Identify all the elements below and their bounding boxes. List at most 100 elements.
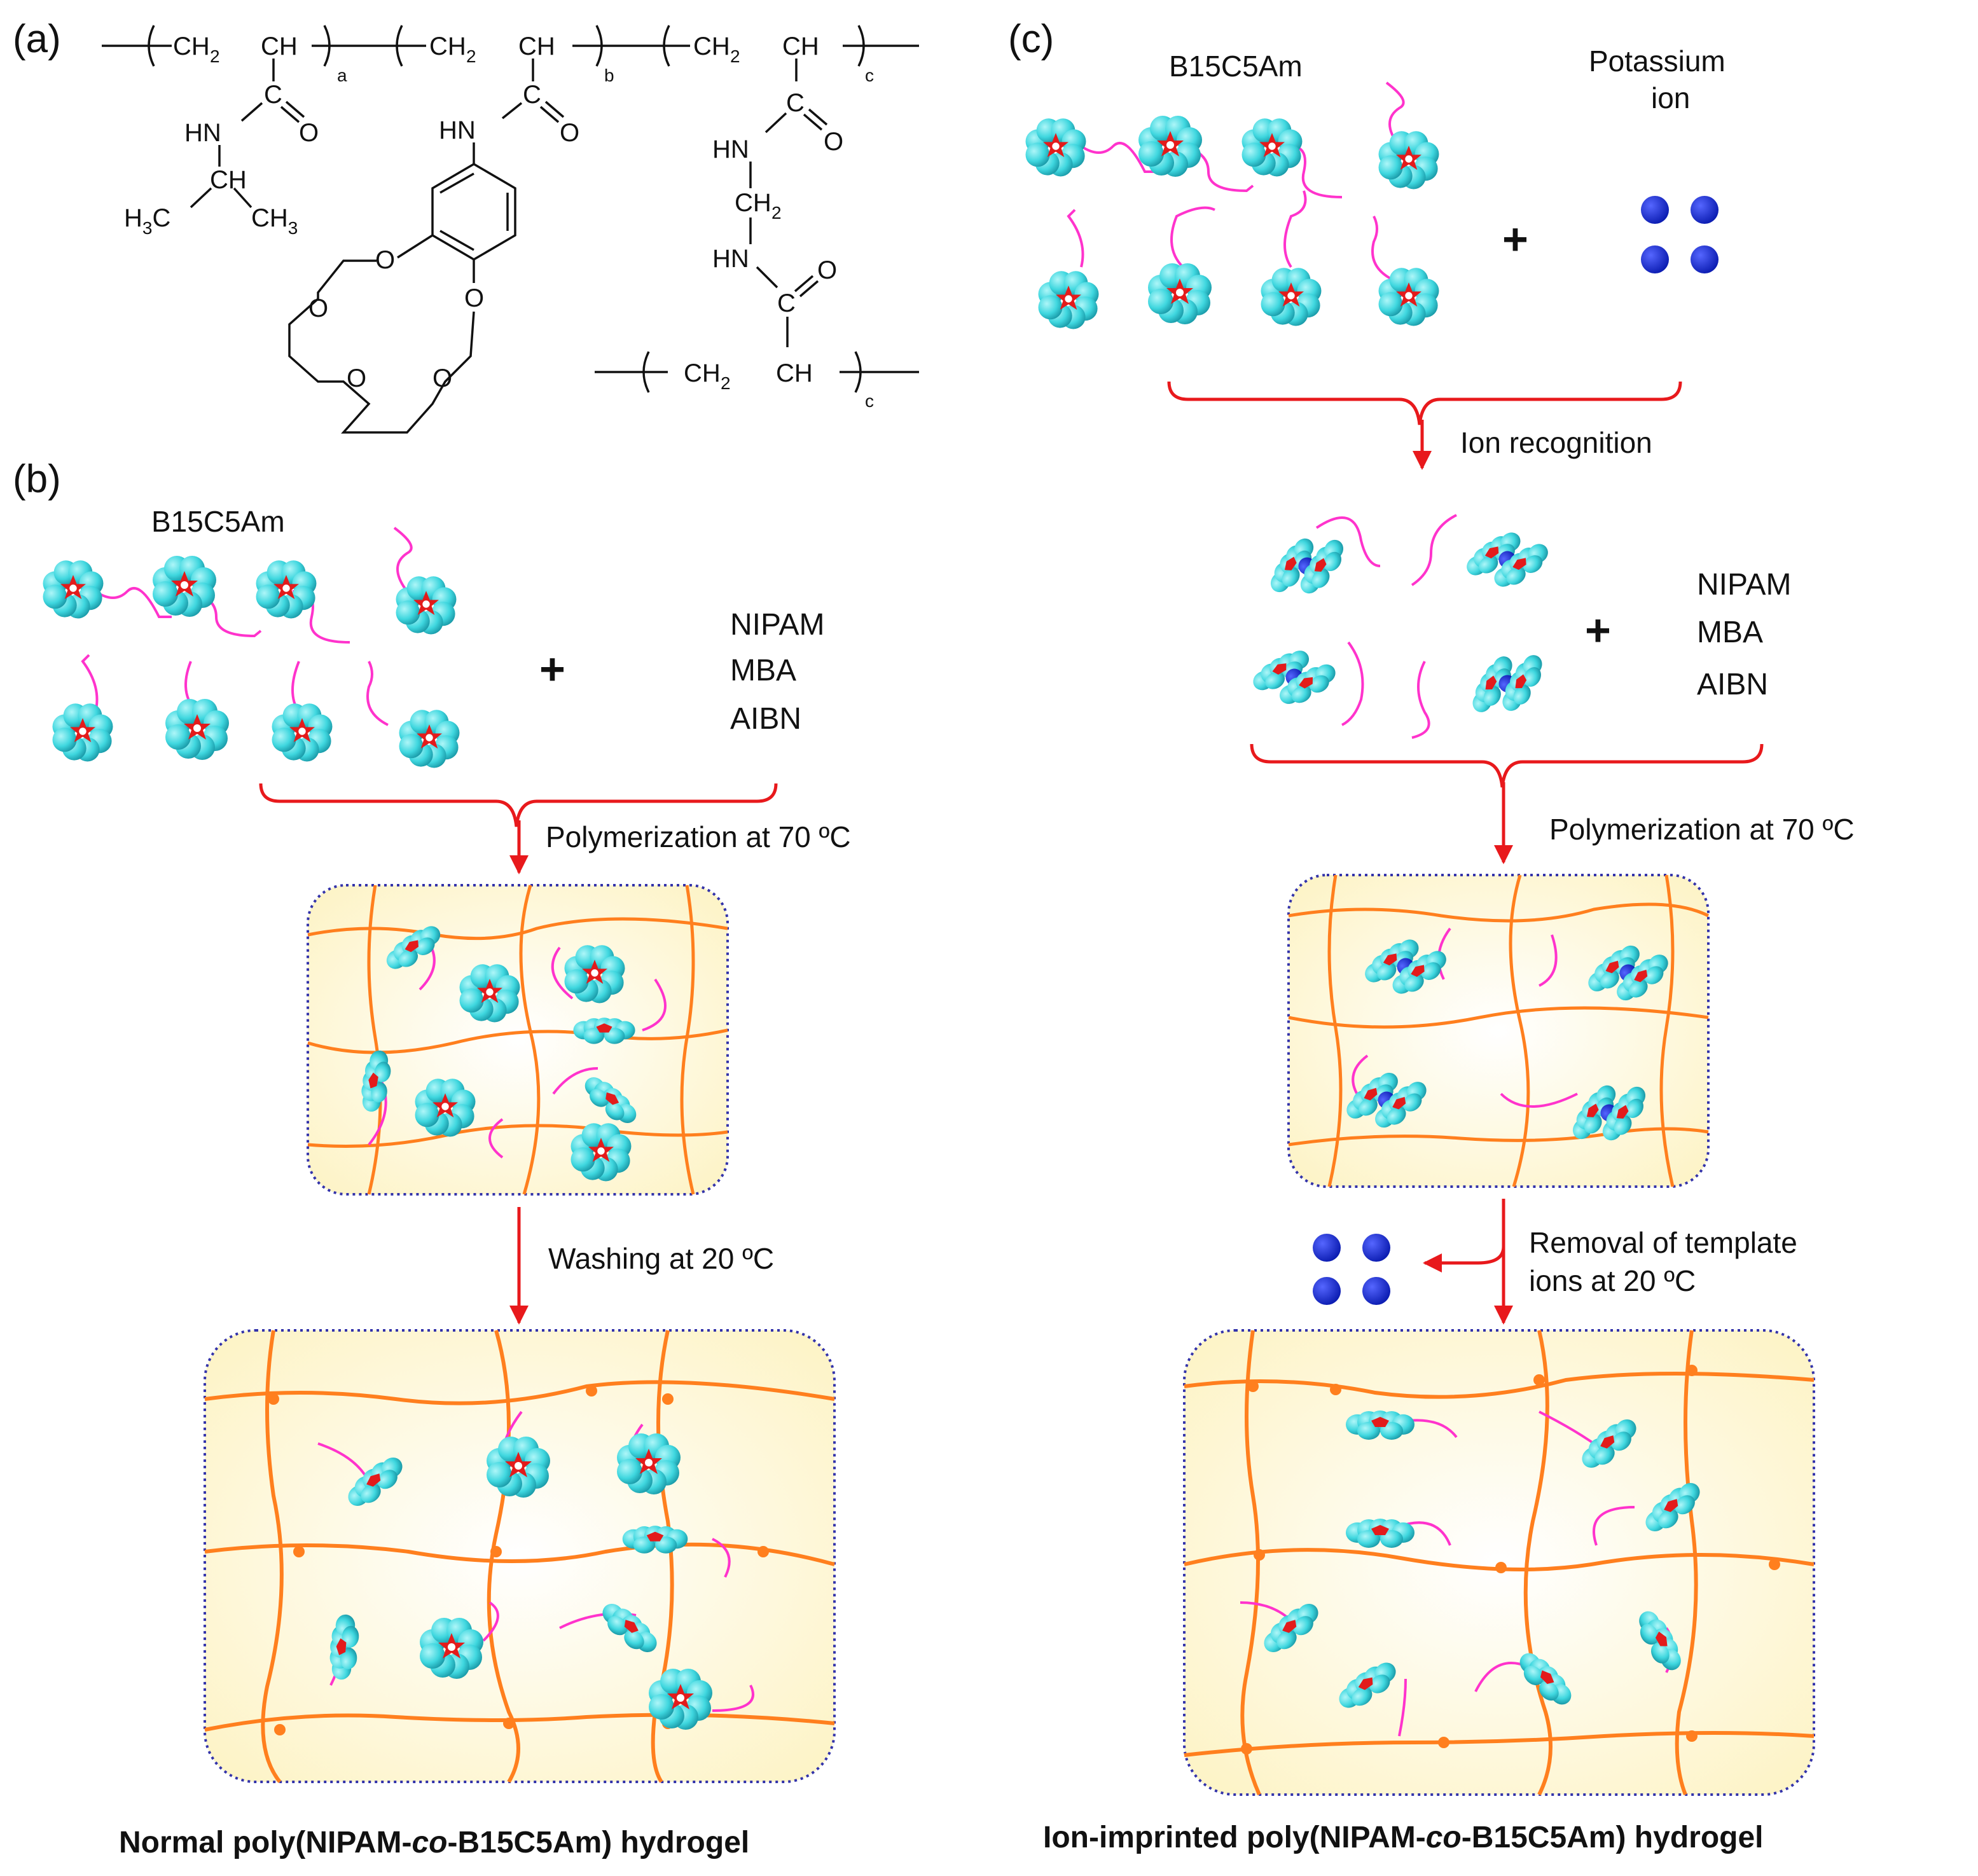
reagent-aibn: AIBN xyxy=(1697,668,1768,701)
b15c5am-monomer xyxy=(52,703,113,762)
b15c5am-monomer xyxy=(1138,116,1202,177)
panel-b: (b) B15C5Am + NIPAM MBA AIBN Polymerizat… xyxy=(13,457,851,1859)
ion-complex-group xyxy=(1248,514,1554,739)
ion-removal-arrow xyxy=(1423,1246,1505,1273)
merge-brace xyxy=(1250,743,1764,788)
sub-2-text: 2 xyxy=(721,373,731,393)
potassium-ion-label-2: ion xyxy=(1651,81,1690,114)
b15c5am-monomer xyxy=(43,560,104,619)
carbonyl-c-text: C xyxy=(523,81,541,109)
panel-a-label: (a) xyxy=(13,17,61,61)
bracket-a-close xyxy=(323,25,331,67)
sub-a-text: a xyxy=(337,66,347,85)
panel-b-label: (b) xyxy=(13,457,61,501)
benzene-ring xyxy=(431,162,516,261)
ch-text: CH xyxy=(782,32,819,60)
reagent-nipam: NIPAM xyxy=(730,608,824,642)
panel-c-label: (c) xyxy=(1008,17,1054,61)
carbonyl-c-text: C xyxy=(777,289,796,317)
sub-2-text: 2 xyxy=(730,46,740,66)
k-sandwich-complex xyxy=(1248,636,1341,719)
reagent-aibn: AIBN xyxy=(730,702,801,736)
ch2-text: CH xyxy=(693,32,730,60)
ether-o-text: O xyxy=(347,364,366,392)
potassium-ion-label-1: Potassium xyxy=(1589,45,1726,78)
carbonyl-c-text: C xyxy=(264,81,282,109)
b15c5am-monomer xyxy=(1038,271,1099,329)
b15c5am-monomer xyxy=(396,576,457,635)
ether-o-text: O xyxy=(308,294,328,322)
b15c5am-monomer xyxy=(165,699,229,760)
panel-a: (a) CH 2 CH a C O HN CH H3C CH3 CH 2 CH … xyxy=(13,17,919,434)
merge-brace xyxy=(1167,381,1682,425)
merge-brace xyxy=(259,783,778,827)
gel-network-small xyxy=(307,884,729,1196)
k-sandwich-complex xyxy=(1264,520,1351,613)
amide-hn-text: HN xyxy=(712,245,749,273)
ch2-text: CH xyxy=(735,189,771,217)
b15c5am-monomer xyxy=(256,560,317,619)
k-sandwich-complex xyxy=(1461,516,1554,603)
carbonyl-o-text: O xyxy=(299,119,319,147)
plus-sign: + xyxy=(539,644,565,694)
gel-network-small xyxy=(1287,874,1710,1188)
caption-ion-imprinted-hydrogel: Ion-imprinted poly(NIPAM-co-B15C5Am) hyd… xyxy=(1043,1821,1763,1854)
bracket-b-close xyxy=(595,25,603,67)
b15c5am-monomer xyxy=(1148,263,1212,324)
k-sandwich-complex xyxy=(1466,637,1549,731)
sub-2-text: 2 xyxy=(771,203,782,223)
step-template-removal-1: Removal of template xyxy=(1529,1226,1797,1259)
crown-ether-chain xyxy=(288,259,475,434)
b15c5am-monomer xyxy=(153,556,216,617)
carbonyl-c-text: C xyxy=(786,89,805,117)
gel-network-large xyxy=(1183,1329,1815,1796)
sub-c-text: c xyxy=(865,66,874,85)
ether-o-text: O xyxy=(432,364,452,392)
monomer-group xyxy=(81,527,413,726)
bracket-c-open xyxy=(663,25,670,67)
carbonyl-o-text: O xyxy=(824,128,843,156)
isopropyl-ch-text: CH xyxy=(210,166,247,194)
bracket-c-close xyxy=(857,25,865,67)
caption-normal-hydrogel: Normal poly(NIPAM-co-B15C5Am) hydrogel xyxy=(119,1826,749,1859)
potassium-ions xyxy=(1641,196,1719,273)
ch2-text: CH xyxy=(429,32,466,60)
sub-2-text: 2 xyxy=(466,46,476,66)
monomer-group xyxy=(1067,81,1405,281)
bracket-a-open xyxy=(148,25,155,67)
panel-c-monomer-label: B15C5Am xyxy=(1169,50,1303,83)
step-polymerization: Polymerization at 70 ºC xyxy=(1549,813,1855,846)
b15c5am-monomer xyxy=(1378,131,1439,190)
ether-o-text: O xyxy=(375,246,395,274)
amide-hn-text: HN xyxy=(184,119,221,147)
gel-network-large xyxy=(204,1329,836,1783)
ch-text: CH xyxy=(518,32,555,60)
step-ion-recognition: Ion recognition xyxy=(1460,426,1652,459)
plus-sign: + xyxy=(1585,605,1611,655)
b15c5am-monomer xyxy=(272,703,333,762)
h3c-text: H3C xyxy=(124,204,170,238)
step-polymerization: Polymerization at 70 ºC xyxy=(546,820,851,853)
amide-hn-text: HN xyxy=(712,135,749,163)
b15c5am-monomer xyxy=(399,710,460,768)
released-potassium-ions xyxy=(1313,1234,1390,1305)
ch2-text: CH xyxy=(684,359,721,387)
panel-c: (c) B15C5Am Potassium ion + xyxy=(1008,17,1855,1854)
carbonyl-o-text: O xyxy=(817,256,837,284)
reagent-mba: MBA xyxy=(1697,616,1763,649)
ether-o-text: O xyxy=(464,284,484,312)
step-template-removal-2: ions at 20 ºC xyxy=(1529,1264,1696,1297)
b15c5am-monomer xyxy=(1241,118,1303,177)
sub-b-text: b xyxy=(604,66,614,85)
sub-c-text: c xyxy=(865,391,874,411)
ch-text: CH xyxy=(261,32,298,60)
sub-2-text: 2 xyxy=(210,46,220,66)
b15c5am-monomer xyxy=(1025,118,1086,177)
reagent-nipam: NIPAM xyxy=(1697,568,1791,602)
amide-hn-text: HN xyxy=(439,116,476,144)
carbonyl-o-text: O xyxy=(560,119,579,147)
panel-b-monomer-label: B15C5Am xyxy=(151,505,285,538)
reagent-mba: MBA xyxy=(730,654,796,687)
bracket-b-open xyxy=(396,25,403,67)
